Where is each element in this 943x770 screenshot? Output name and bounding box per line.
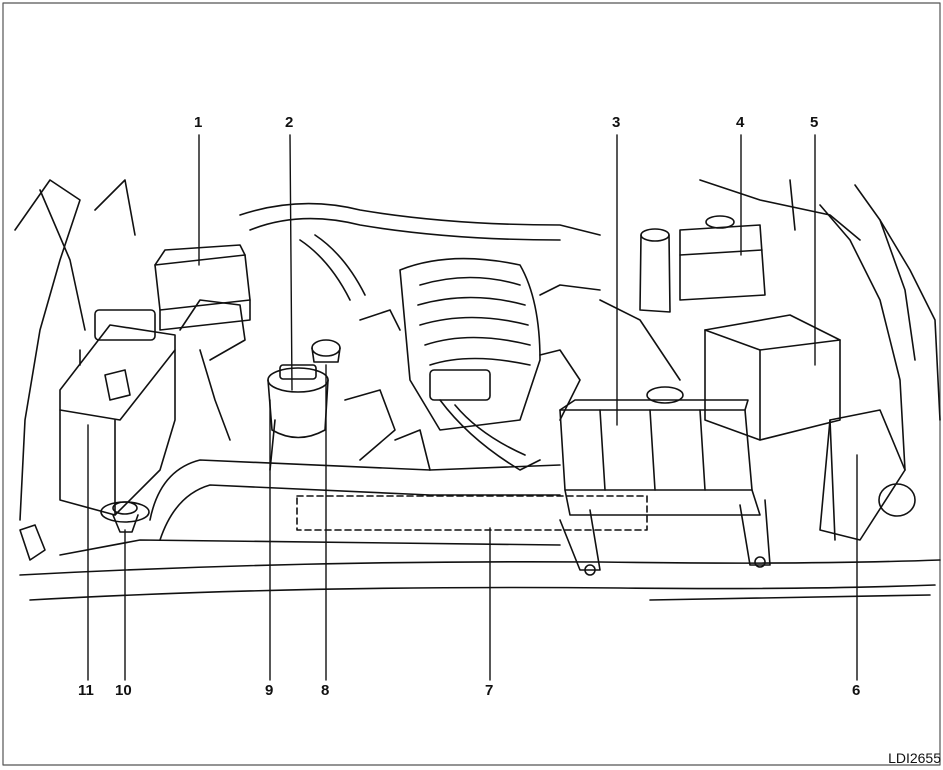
air-cleaner-box — [704, 314, 841, 441]
callout-11: 11 — [78, 682, 94, 699]
callout-8: 8 — [321, 682, 330, 699]
fender-outlines — [14, 179, 941, 521]
air-intake-duct — [149, 459, 561, 541]
leader-lines — [87, 134, 858, 681]
callout-2: 2 — [285, 114, 294, 131]
front-crossmember — [19, 539, 941, 601]
callout-10: 10 — [115, 682, 132, 699]
oil-filler-cap — [311, 339, 341, 363]
callout-1: 1 — [194, 114, 203, 131]
power-steering-reservoir — [267, 364, 329, 471]
callout-9: 9 — [265, 682, 274, 699]
callout-3: 3 — [612, 114, 621, 131]
callout-6: 6 — [852, 682, 861, 699]
intake-manifold — [399, 257, 541, 471]
callout-7: 7 — [485, 682, 494, 699]
coolant-reservoir — [559, 386, 771, 576]
dashed-hidden-area — [296, 495, 648, 531]
callout-5: 5 — [810, 114, 819, 131]
upper-hoses — [239, 202, 601, 301]
fuse-relay-box — [819, 409, 916, 541]
callout-4: 4 — [736, 114, 745, 131]
figure-id-label: LDI2655 — [888, 750, 941, 766]
radiator-cap — [100, 501, 150, 533]
fuse-box-upper — [154, 244, 251, 331]
battery — [59, 309, 176, 516]
brake-fluid-reservoir — [639, 215, 766, 313]
misc-engine-parts — [19, 284, 681, 561]
